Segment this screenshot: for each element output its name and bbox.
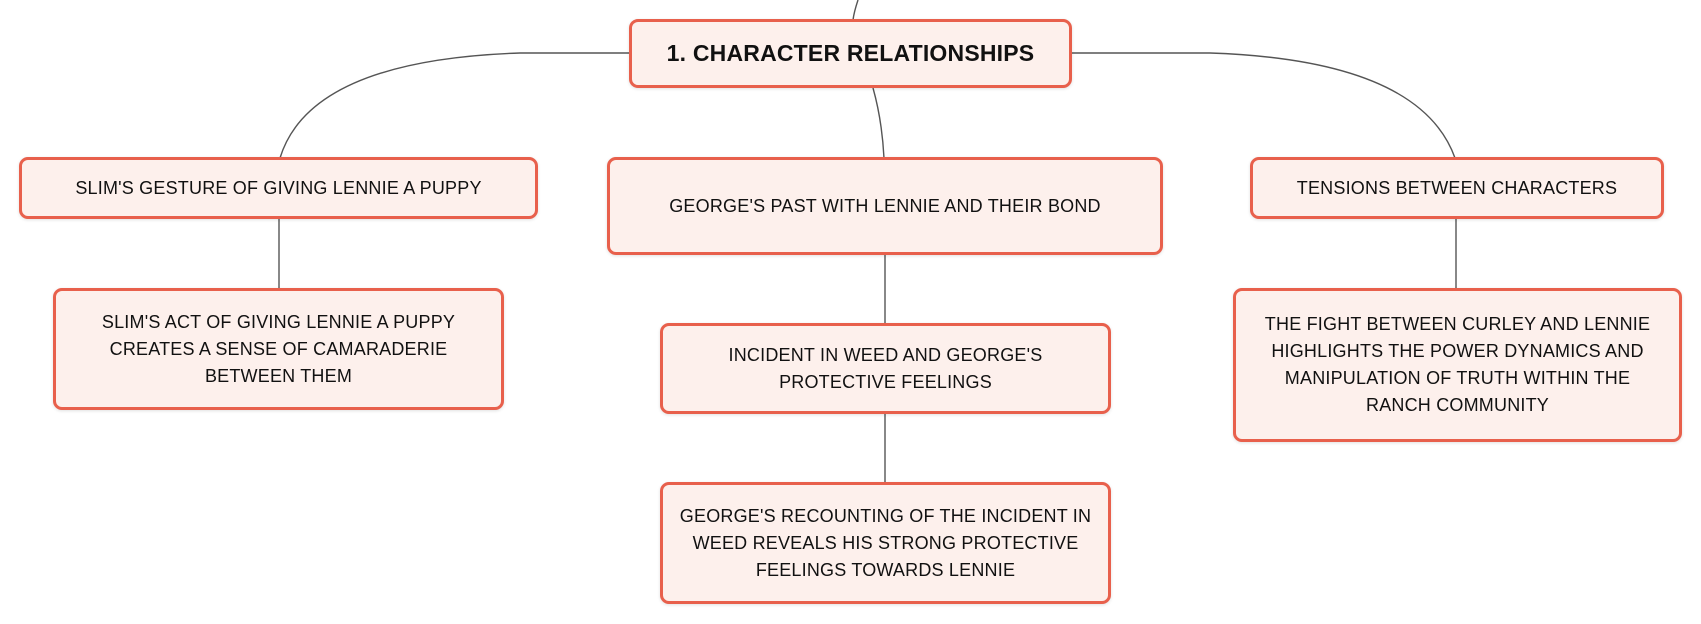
connector-root-to-branch-tensions	[1072, 52, 1456, 159]
connector-root-to-branch-george	[872, 87, 885, 159]
connector-root-to-branch-slim	[279, 52, 629, 159]
leaf-node-label: THE FIGHT BETWEEN CURLEY AND LENNIE HIGH…	[1264, 314, 1651, 415]
leaf-node-label: INCIDENT IN WEED AND GEORGE'S PROTECTIVE…	[728, 344, 1043, 392]
branch-node-tensions[interactable]: TENSIONS BETWEEN CHARACTERS	[1250, 157, 1664, 219]
branch-node-label: GEORGE'S PAST WITH LENNIE AND THEIR BOND	[669, 195, 1101, 216]
leaf-node-curley-fight[interactable]: THE FIGHT BETWEEN CURLEY AND LENNIE HIGH…	[1233, 288, 1682, 442]
branch-node-label: TENSIONS BETWEEN CHARACTERS	[1296, 177, 1618, 198]
branch-node-label: SLIM'S GESTURE OF GIVING LENNIE A PUPPY	[75, 177, 482, 198]
leaf-node-label: GEORGE'S RECOUNTING OF THE INCIDENT IN W…	[679, 505, 1092, 580]
leaf-node-george-recounting[interactable]: GEORGE'S RECOUNTING OF THE INCIDENT IN W…	[660, 482, 1111, 604]
connector-parent-to-root	[852, 0, 859, 21]
root-node-label: 1. CHARACTER RELATIONSHIPS	[666, 40, 1035, 66]
leaf-node-puppy-camaraderie[interactable]: SLIM'S ACT OF GIVING LENNIE A PUPPY CREA…	[53, 288, 504, 410]
leaf-node-label: SLIM'S ACT OF GIVING LENNIE A PUPPY CREA…	[101, 311, 456, 386]
root-node[interactable]: 1. CHARACTER RELATIONSHIPS	[629, 19, 1072, 88]
branch-node-george-past[interactable]: GEORGE'S PAST WITH LENNIE AND THEIR BOND	[607, 157, 1163, 255]
leaf-node-weed-incident[interactable]: INCIDENT IN WEED AND GEORGE'S PROTECTIVE…	[660, 323, 1111, 414]
branch-node-slim-gesture[interactable]: SLIM'S GESTURE OF GIVING LENNIE A PUPPY	[19, 157, 538, 219]
